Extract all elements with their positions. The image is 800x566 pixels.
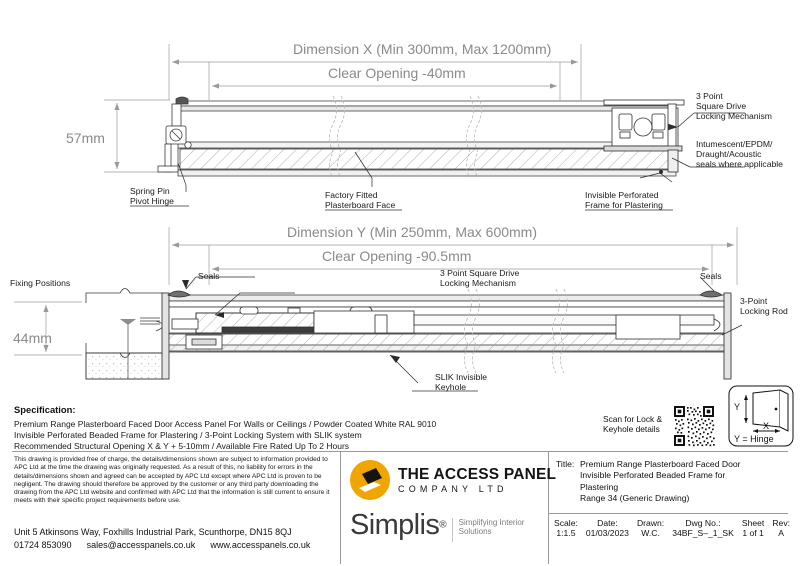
title-block-title-line4: Range 34 (Generic Drawing) [580, 493, 690, 504]
panel-depth-44mm: 44mm [13, 330, 52, 346]
callout-locking-rod-line2: Locking Rod [740, 306, 788, 316]
footer-separator-right [548, 452, 549, 564]
orientation-hinge-note: Y = Hinge [734, 434, 774, 444]
field-scale: Scale: 1:1.5 [554, 518, 578, 538]
callout-locking-rod-line1: 3-Point [740, 296, 768, 306]
callout-perforated-frame-line2: Frame for Plastering [585, 200, 663, 210]
orientation-x-label: X [763, 421, 770, 431]
title-block-title-line1: Premium Range Plasterboard Faced Door [580, 459, 741, 469]
company-website[interactable]: www.accesspanels.co.uk [210, 540, 311, 550]
access-panel-logo-icon [350, 460, 390, 500]
title-block-divider [548, 513, 788, 514]
specification-line-3: Recommended Structural Opening X & Y + 5… [14, 441, 350, 452]
field-dwg-no-label: Dwg No.: [685, 518, 721, 528]
orientation-key [728, 385, 794, 447]
callout-lock-mechanism-line3: Locking Mechanism [696, 111, 772, 121]
plan-view-drawing [104, 44, 745, 211]
field-rev-value: A [778, 528, 785, 538]
field-date: Date: 01/03/2023 [586, 518, 629, 538]
callout-seals-line1: Intumescent/EPDM/ [696, 139, 773, 149]
field-rev: Rev: A [772, 518, 790, 538]
callout-slik-keyhole-line2: Keyhole [435, 382, 467, 392]
simplis-tagline-line2: Solutions [458, 527, 492, 537]
callout-spring-pin-line2: Pivot Hinge [130, 196, 174, 206]
section-view-drawing [14, 227, 743, 392]
company-address: Unit 5 Atkinsons Way, Foxhills Industria… [14, 527, 292, 537]
simplis-wordmark: Simplis [350, 509, 440, 541]
qr-caption-line2: Keyhole details [603, 424, 660, 434]
field-sheet-label: Sheet [741, 518, 765, 528]
footer-separator-left [340, 452, 341, 564]
callout-perforated-frame-line1: Invisible Perforated [585, 190, 659, 200]
title-block-title-label: Title: [556, 459, 575, 469]
company-email[interactable]: sales@accesspanels.co.uk [86, 540, 196, 550]
dimension-y-label: Dimension Y (Min 250mm, Max 600mm) [287, 224, 538, 240]
field-scale-label: Scale: [554, 518, 578, 528]
simplis-registered-mark: ® [439, 519, 447, 531]
company-logo: THE ACCESS PANEL COMPANY LTD Simplis® Si… [350, 460, 556, 542]
field-sheet: Sheet 1 of 1 [742, 518, 764, 538]
panel-depth-57mm: 57mm [66, 130, 105, 146]
callout-section-lock-line2: Locking Mechanism [440, 278, 516, 288]
qr-code[interactable] [673, 405, 715, 447]
field-date-label: Date: [597, 518, 618, 528]
field-date-value: 01/03/2023 [585, 528, 629, 538]
field-sheet-value: 1 of 1 [742, 528, 764, 538]
orientation-y-label: Y [734, 402, 741, 412]
clear-opening-y-label: Clear Opening -90.5mm [322, 248, 472, 264]
callout-lock-mechanism-line2: Square Drive [696, 101, 747, 111]
disclaimer-text: This drawing is provided free of charge,… [14, 456, 330, 505]
field-dwg-no-value: 34BF_S–_1_SK [672, 528, 734, 538]
field-drawn-label: Drawn: [636, 518, 665, 528]
company-phone: 01724 853090 [14, 540, 72, 550]
specification-line-1: Premium Range Plasterboard Faced Door Ac… [14, 419, 437, 429]
callout-plasterboard-line1: Factory Fitted [325, 190, 378, 200]
field-dwg-no: Dwg No.: 34BF_S–_1_SK [672, 518, 734, 538]
callout-plasterboard-line2: Plasterboard Face [325, 200, 396, 210]
title-block-title-line3: Plastering [580, 481, 619, 492]
callout-fixing-positions: Fixing Positions [10, 278, 71, 288]
logo-brand-text: THE ACCESS PANEL [398, 466, 557, 483]
callout-seals-left: Seals [198, 271, 220, 281]
clear-opening-x-label: Clear Opening -40mm [328, 65, 466, 81]
field-rev-label: Rev: [772, 518, 790, 528]
logo-sub-text: COMPANY LTD [398, 484, 508, 494]
callout-seals-right: Seals [700, 271, 722, 281]
callout-spring-pin-line1: Spring Pin [130, 186, 170, 196]
specification-block: Specification: Premium Range Plasterboar… [14, 404, 436, 453]
field-drawn-value: W.C. [641, 528, 660, 538]
title-block-title-line2: Invisible Perforated Beaded Frame for [580, 470, 726, 481]
callout-seals-line2: Draught/Acoustic [696, 149, 762, 159]
callout-lock-mechanism-line1: 3 Point [696, 91, 723, 101]
simplis-tagline-line1: Simplifying Interior [458, 517, 525, 527]
title-block: Title: Premium Range Plasterboard Faced … [556, 459, 790, 505]
qr-caption-line1: Scan for Lock & [603, 414, 663, 424]
callout-seals-line3: seals where applicable [696, 159, 783, 169]
dimension-x-label: Dimension X (Min 300mm, Max 1200mm) [293, 41, 552, 57]
title-block-fields: Scale: 1:1.5 Date: 01/03/2023 Drawn: W.C… [554, 518, 790, 538]
field-drawn: Drawn: W.C. [637, 518, 664, 538]
specification-line-2: Invisible Perforated Beaded Frame for Pl… [14, 430, 362, 441]
callout-section-lock-line1: 3 Point Square Drive [440, 268, 520, 278]
footer-divider [12, 451, 788, 452]
company-contact-row: 01724 853090 sales@accesspanels.co.uk ww… [14, 539, 310, 551]
field-scale-value: 1:1.5 [556, 528, 576, 538]
specification-heading: Specification: [14, 404, 76, 415]
callout-slik-keyhole-line1: SLIK Invisible [435, 372, 488, 382]
